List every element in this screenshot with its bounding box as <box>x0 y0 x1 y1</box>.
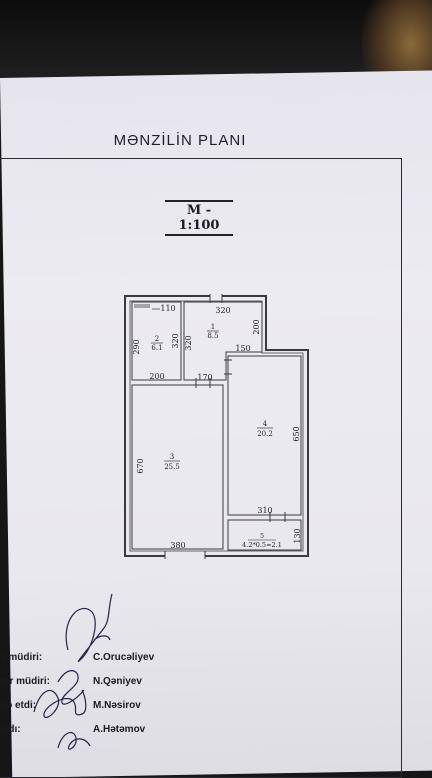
signature-row: tib etdi: M.Nəsirov <box>0 700 160 718</box>
room-4-area: 20.2 <box>257 430 273 438</box>
inner-outline <box>129 300 304 552</box>
dim-650: 650 <box>292 426 301 441</box>
signature-1 <box>65 593 113 663</box>
signature-role: tor müdiri: <box>0 676 50 687</box>
dim-200-right: 200 <box>252 319 261 334</box>
signature-4 <box>57 731 91 750</box>
room-2-number: 2 <box>155 335 159 343</box>
signature-row: ladı: A.Hətəmov <box>0 724 160 742</box>
dim-320-mid: 320 <box>184 335 193 350</box>
dim-290: 290 <box>132 339 141 354</box>
room-1-outline <box>183 301 263 381</box>
signature-3 <box>33 689 87 718</box>
room-2-outline <box>131 301 182 381</box>
dim-170: 170 <box>197 373 212 382</box>
room-3-number: 3 <box>170 453 174 461</box>
dim-150: 150 <box>235 344 250 353</box>
room-2-area: 6.1 <box>151 344 162 352</box>
room-4-number: 4 <box>263 420 268 428</box>
room-5-number: 5 <box>260 533 264 540</box>
dim-130: 130 <box>293 528 302 543</box>
signature-role: ə müdiri: <box>0 652 43 663</box>
dim-320-left: 320 <box>171 333 180 348</box>
signature-row: tor müdiri: N.Qəniyev <box>0 676 160 694</box>
signature-role: ladı: <box>0 724 21 735</box>
dim-110: 110 <box>160 304 175 313</box>
document-title: MƏNZİLİN PLANI <box>113 132 247 149</box>
signature-role: tib etdi: <box>0 700 37 711</box>
room-1-number: 1 <box>211 323 215 331</box>
signature-row: ə müdiri: C.Orucəliyev <box>0 652 160 670</box>
signature-name: N.Qəniyev <box>93 676 142 687</box>
signature-name: A.Hətəmov <box>93 724 146 735</box>
dim-670: 670 <box>136 458 145 473</box>
dim-310: 310 <box>257 506 272 515</box>
room-5-area: 4.2*0.5=2.1 <box>242 541 282 549</box>
room-1-area: 8.5 <box>207 332 218 340</box>
handwritten-signatures <box>33 593 113 750</box>
dim-380: 380 <box>170 541 185 550</box>
room-3-outline <box>131 384 224 550</box>
signature-name: C.Orucəliyev <box>93 652 155 663</box>
room-3-area: 25.5 <box>164 463 180 471</box>
dim-320-top: 320 <box>215 306 230 315</box>
room-4-outline <box>227 355 302 516</box>
room-5-outline <box>227 519 302 551</box>
dim-200-bottom: 200 <box>149 372 164 381</box>
outer-wall <box>124 295 309 557</box>
scale-label: M - 1:100 <box>165 200 233 236</box>
signature-2 <box>57 670 85 705</box>
signature-name: M.Nəsirov <box>93 700 141 711</box>
